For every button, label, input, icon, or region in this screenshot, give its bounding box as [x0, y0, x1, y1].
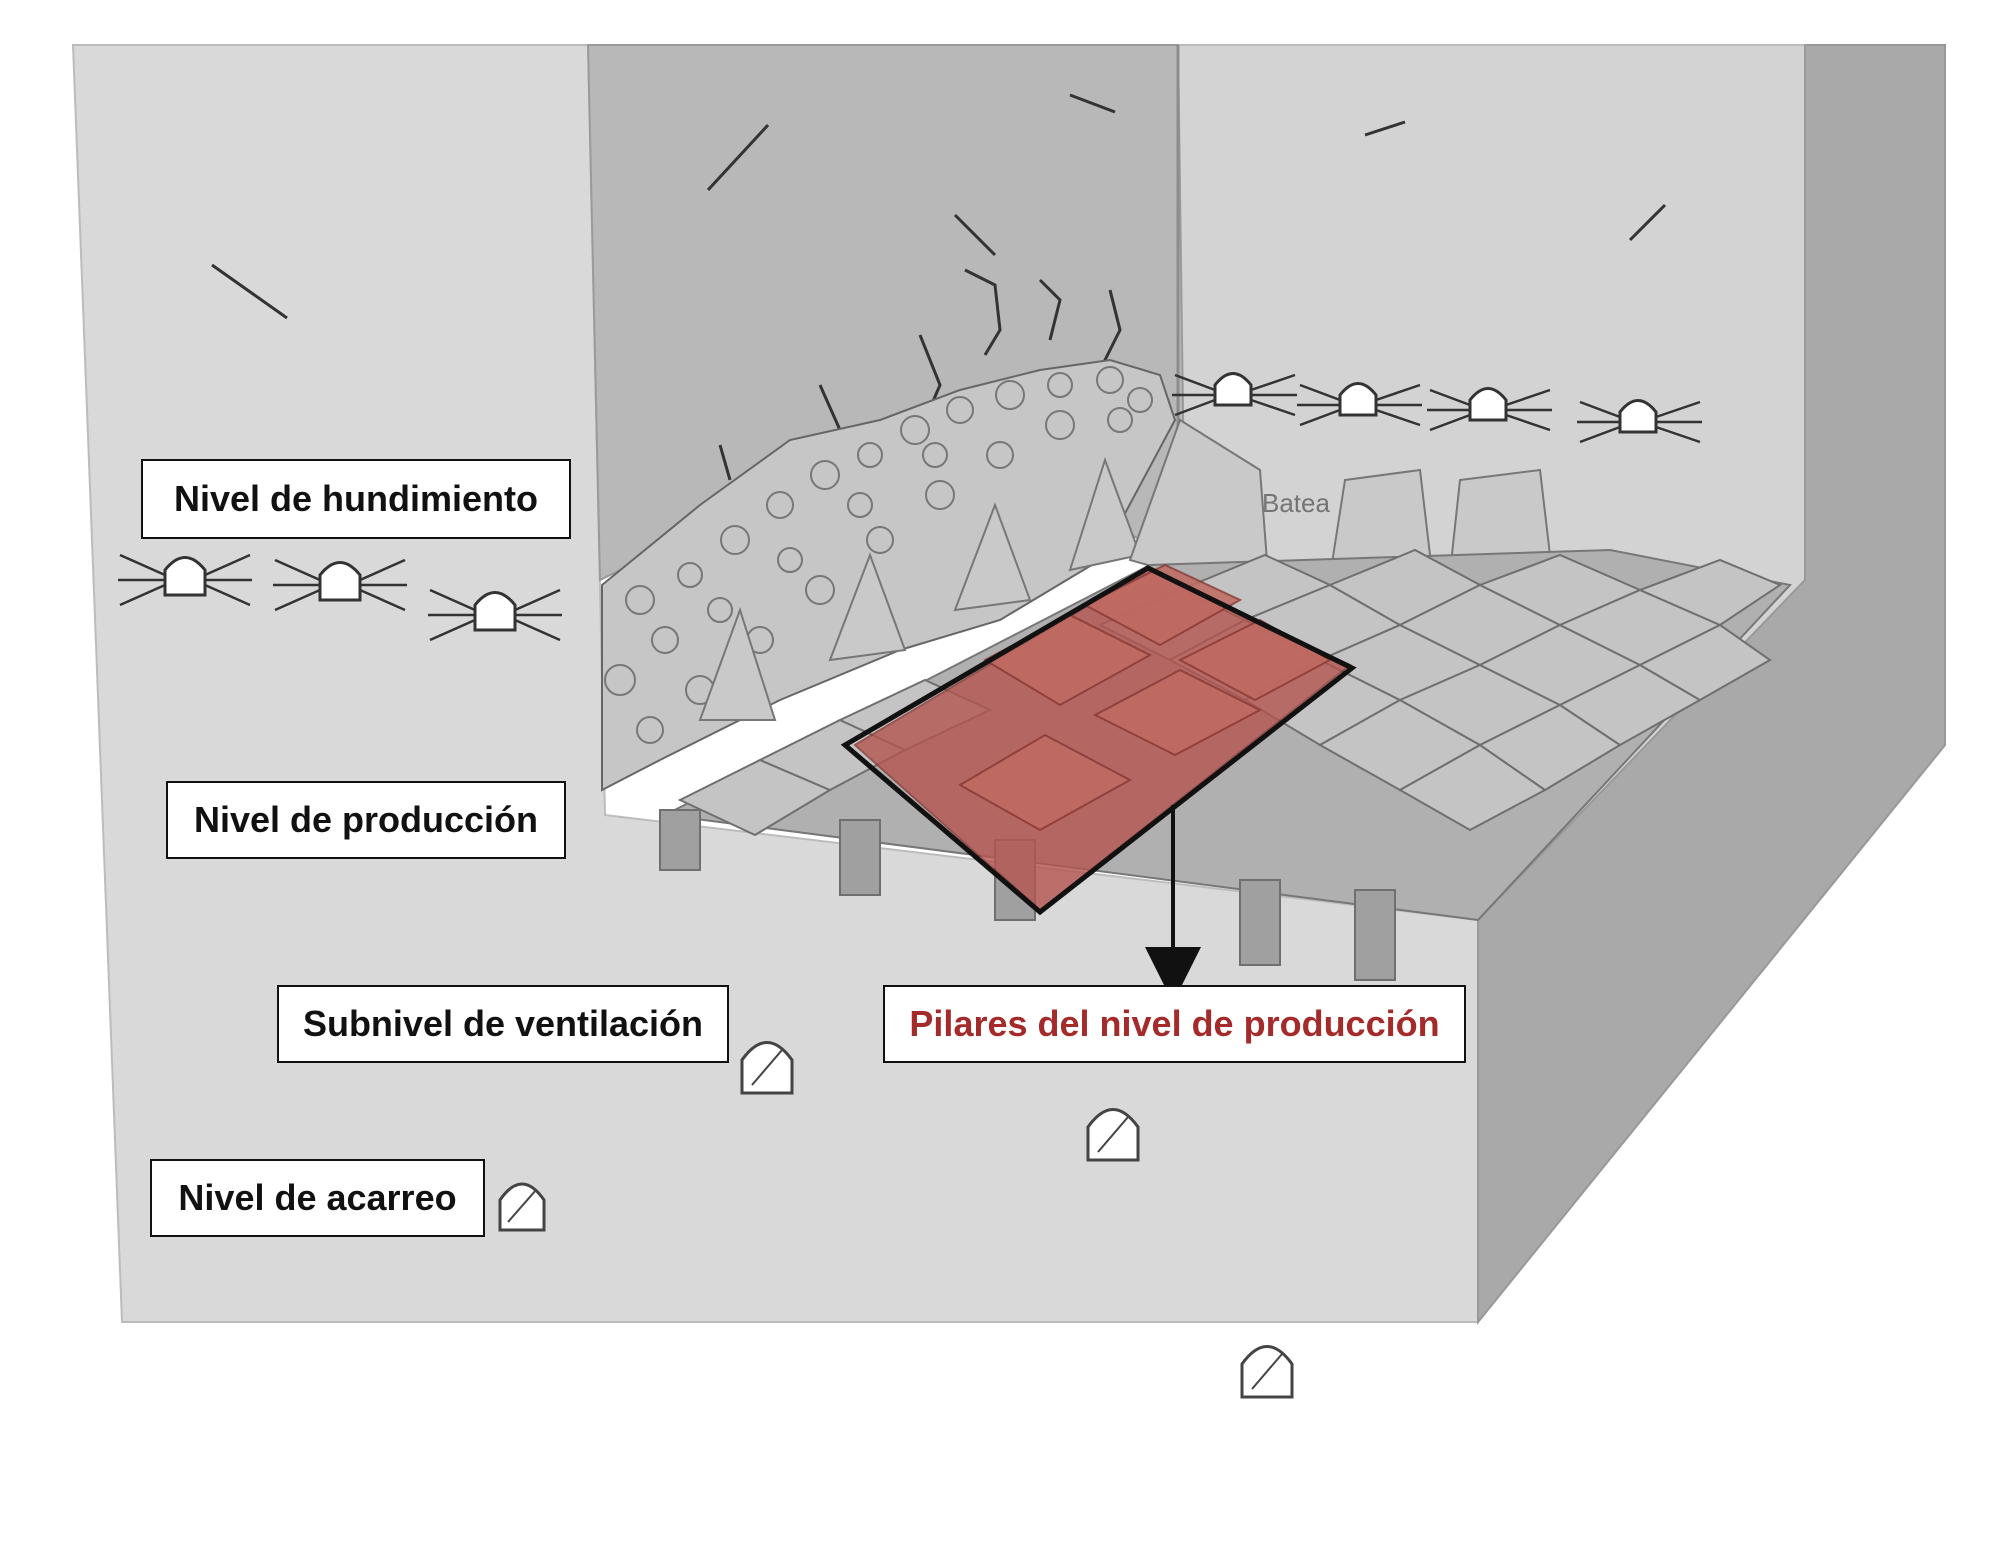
drift-icon — [473, 591, 517, 632]
drift-icon — [1618, 399, 1658, 434]
undercut-drifts-left — [163, 556, 517, 632]
undercut-blast-fans-left — [118, 553, 562, 642]
drift-icon — [163, 556, 207, 597]
drift-icon — [1468, 387, 1508, 422]
drift-icon — [1213, 372, 1253, 407]
drift-icon — [318, 561, 362, 602]
label-production-level: Nivel de producción — [166, 781, 566, 859]
label-undercut-level: Nivel de hundimiento — [141, 459, 571, 539]
fracture-lines — [211, 93, 1667, 481]
label-haulage-level: Nivel de acarreo — [150, 1159, 485, 1237]
pillar-outline — [840, 565, 1357, 916]
lower-level-drifts — [498, 1041, 1294, 1399]
label-production-pillars: Pilares del nivel de producción — [883, 985, 1466, 1063]
label-ventilation-sublevel: Subnivel de ventilación — [277, 985, 729, 1063]
undercut-blast-fans-right — [1172, 373, 1702, 444]
highlighted-pillars — [840, 563, 1357, 1003]
undercut-drifts-right — [1213, 372, 1658, 434]
drift-icon — [1338, 382, 1378, 417]
drawbell-label: Batea — [1262, 488, 1330, 518]
